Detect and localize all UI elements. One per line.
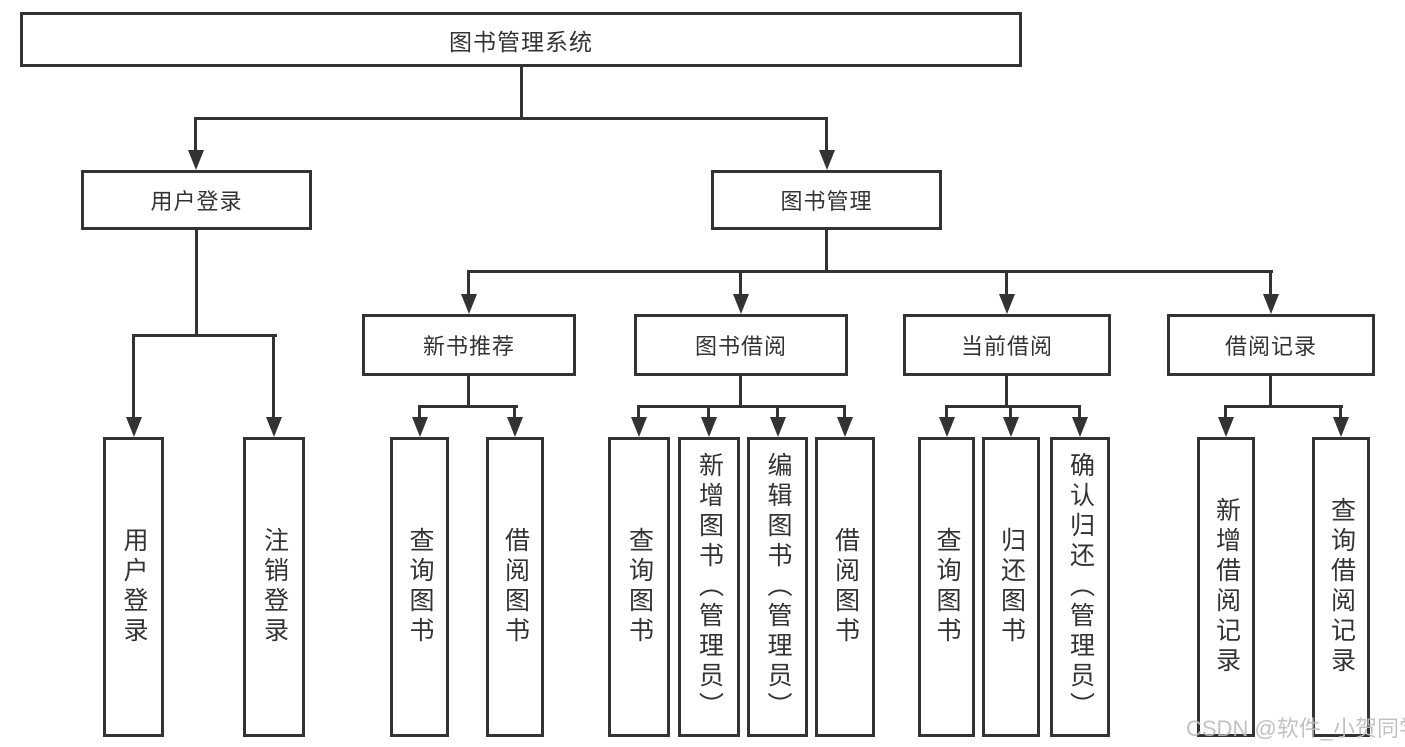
- arrow-down-icon: [461, 294, 477, 314]
- arrow-down-icon: [1218, 417, 1234, 437]
- leaf-logout: 注销登录: [243, 437, 305, 737]
- leaf-edit-books-admin-label: 编辑图书（管理员）: [764, 452, 792, 722]
- leaf-user-login-label: 用户登录: [120, 527, 148, 647]
- arrow-down-icon: [188, 150, 204, 170]
- leaf-confirm-return-admin: 确认归还（管理员）: [1050, 437, 1110, 737]
- connector-line: [825, 117, 828, 154]
- connector-line: [418, 405, 518, 408]
- leaf-query-books-recommend: 查询图书: [390, 437, 449, 737]
- connector-line: [825, 230, 828, 273]
- connector-line: [195, 117, 828, 120]
- connector-line: [739, 270, 742, 298]
- node-root-system: 图书管理系统: [20, 12, 1022, 67]
- leaf-query-borrow-record-label: 查询借阅记录: [1327, 497, 1356, 677]
- leaf-add-books-admin: 新增图书（管理员）: [678, 437, 740, 737]
- leaf-borrow-books-recommend-label: 借阅图书: [501, 527, 530, 647]
- node-current-borrowing: 当前借阅: [903, 314, 1111, 376]
- connector-line: [945, 405, 1081, 408]
- connector-line: [637, 405, 846, 408]
- connector-line: [194, 117, 197, 154]
- connector-line: [195, 230, 198, 336]
- node-new-book-recommend-label: 新书推荐: [422, 334, 515, 359]
- node-book-management-label: 图书管理: [780, 189, 873, 214]
- connector-line: [843, 405, 846, 421]
- connector-line: [1078, 405, 1081, 421]
- node-user-login: 用户登录: [81, 170, 312, 230]
- connector-line: [739, 376, 742, 407]
- connector-line: [1005, 376, 1008, 407]
- leaf-query-books-borrowing-label: 查询图书: [625, 527, 654, 647]
- leaf-query-books-current: 查询图书: [918, 437, 975, 737]
- node-book-borrowing: 图书借阅: [634, 314, 848, 376]
- connector-line: [945, 405, 948, 421]
- node-book-borrowing-label: 图书借阅: [694, 334, 787, 359]
- connector-line: [513, 405, 516, 421]
- arrow-down-icon: [412, 417, 428, 437]
- node-borrowing-records-label: 借阅记录: [1224, 334, 1317, 359]
- connector-line: [520, 67, 523, 118]
- csdn-watermark: CSDN @软件_小贺同学: [1186, 716, 1405, 741]
- arrow-down-icon: [770, 417, 786, 437]
- leaf-edit-books-admin: 编辑图书（管理员）: [747, 437, 808, 737]
- connector-line: [467, 270, 1273, 273]
- arrow-down-icon: [1003, 417, 1019, 437]
- leaf-query-books-borrowing: 查询图书: [608, 437, 670, 737]
- leaf-query-borrow-record: 查询借阅记录: [1312, 437, 1370, 737]
- arrow-down-icon: [999, 294, 1015, 314]
- connector-line: [1269, 376, 1272, 407]
- arrow-down-icon: [1263, 294, 1279, 314]
- leaf-return-books-label: 归还图书: [997, 527, 1026, 647]
- connector-line: [132, 334, 277, 337]
- arrow-down-icon: [126, 417, 142, 437]
- leaf-borrow-books: 借阅图书: [815, 437, 875, 737]
- connector-line: [1005, 270, 1008, 298]
- arrow-down-icon: [939, 417, 955, 437]
- arrow-down-icon: [733, 294, 749, 314]
- leaf-borrow-books-label: 借阅图书: [831, 527, 860, 647]
- leaf-user-login: 用户登录: [103, 437, 164, 737]
- arrow-down-icon: [1333, 417, 1349, 437]
- node-user-login-label: 用户登录: [150, 189, 243, 214]
- leaf-add-borrow-record: 新增借阅记录: [1197, 437, 1255, 737]
- connector-line: [1009, 405, 1012, 421]
- arrow-down-icon: [507, 417, 523, 437]
- connector-line: [1339, 405, 1342, 421]
- arrow-down-icon: [701, 417, 717, 437]
- arrow-down-icon: [266, 417, 282, 437]
- connector-line: [637, 405, 640, 421]
- leaf-logout-label: 注销登录: [260, 527, 289, 647]
- connector-line: [132, 334, 135, 421]
- leaf-add-books-admin-label: 新增图书（管理员）: [695, 452, 724, 722]
- arrow-down-icon: [631, 417, 647, 437]
- node-current-borrowing-label: 当前借阅: [960, 334, 1053, 359]
- connector-line: [1269, 270, 1272, 298]
- connector-line: [1224, 405, 1343, 408]
- connector-line: [467, 376, 470, 407]
- connector-line: [272, 334, 275, 421]
- connector-line: [707, 405, 710, 421]
- arrow-down-icon: [1072, 417, 1088, 437]
- connector-line: [467, 270, 470, 298]
- arrow-down-icon: [819, 150, 835, 170]
- leaf-query-books-recommend-label: 查询图书: [406, 527, 434, 647]
- connector-line: [776, 405, 779, 421]
- node-book-management: 图书管理: [711, 170, 942, 230]
- connector-line: [1224, 405, 1227, 421]
- node-new-book-recommend: 新书推荐: [362, 314, 576, 376]
- node-borrowing-records: 借阅记录: [1167, 314, 1375, 376]
- connector-line: [418, 405, 421, 421]
- leaf-return-books: 归还图书: [982, 437, 1040, 737]
- node-root-label: 图书管理系统: [449, 28, 593, 55]
- leaf-borrow-books-recommend: 借阅图书: [486, 437, 544, 737]
- leaf-add-borrow-record-label: 新增借阅记录: [1212, 497, 1241, 677]
- leaf-confirm-return-admin-label: 确认归还（管理员）: [1066, 452, 1095, 722]
- arrow-down-icon: [837, 417, 853, 437]
- leaf-query-books-current-label: 查询图书: [933, 527, 961, 647]
